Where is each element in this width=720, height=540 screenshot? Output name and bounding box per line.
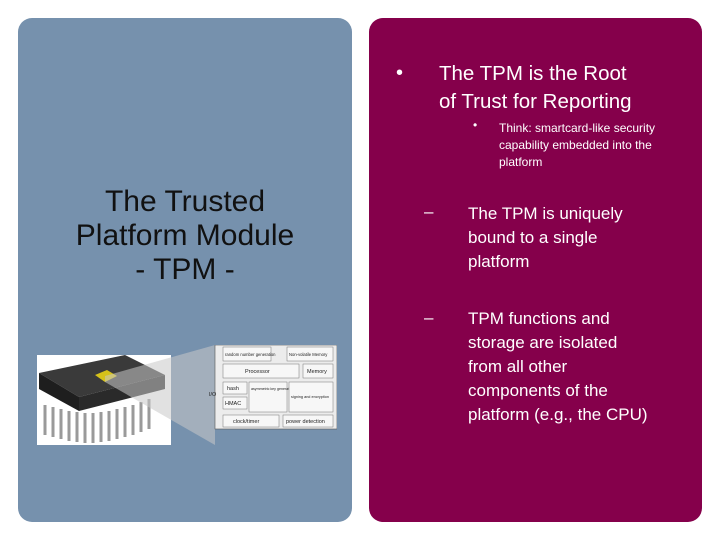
dash-item: The TPM is uniquely bound to a single pl… xyxy=(468,202,693,274)
block-label: Non-volatile Memory xyxy=(289,352,328,357)
right-panel xyxy=(369,18,702,522)
chip-pins xyxy=(43,399,151,443)
block-label: random number generation xyxy=(225,352,276,357)
dash-item: TPM functions and storage are isolated f… xyxy=(468,307,693,427)
dash-item-line: The TPM is uniquely xyxy=(468,204,623,223)
title-line: Platform Module xyxy=(75,219,295,252)
title-line: The Trusted xyxy=(104,185,266,218)
dash-item-line: storage are isolated xyxy=(468,333,618,352)
block-label: HMAC xyxy=(225,401,241,407)
dash-marker: – xyxy=(424,202,434,221)
tpm-block-diagram: I/O random number generation Non-volatil… xyxy=(209,345,337,430)
io-label: I/O xyxy=(209,392,217,398)
sub-point-line: Think: smartcard-like security xyxy=(499,121,656,135)
sub-point-line: capability embedded into the xyxy=(499,138,652,152)
main-bullet: • xyxy=(396,62,404,84)
block-label: signing and encryption xyxy=(291,395,329,399)
block-label: clock/timer xyxy=(233,419,259,425)
tpm-chip-diagram: I/O random number generation Non-volatil… xyxy=(37,345,337,445)
dash-item-line: platform (e.g., the CPU) xyxy=(468,405,648,424)
slide-title: The Trusted Platform Module - TPM - xyxy=(18,185,352,287)
block-label: hash xyxy=(227,386,239,392)
sub-point-line: platform xyxy=(499,155,543,169)
sub-point: Think: smartcard-like security capabilit… xyxy=(499,120,694,171)
main-point-line: of Trust for Reporting xyxy=(439,90,632,113)
block-label: asymmetric key generation xyxy=(251,387,294,391)
dash-item-line: components of the xyxy=(468,381,608,400)
block-label: Memory xyxy=(307,369,327,375)
title-line: - TPM - xyxy=(135,253,235,286)
dash-item-line: TPM functions and xyxy=(468,309,610,328)
zoom-projection xyxy=(105,345,215,445)
dash-item-line: from all other xyxy=(468,357,568,376)
block-label: power detection xyxy=(286,419,325,425)
chip-body-left xyxy=(39,373,79,411)
main-point-line: The TPM is the Root xyxy=(439,62,627,85)
main-point: The TPM is the Root of Trust for Reporti… xyxy=(439,60,699,116)
dash-item-line: platform xyxy=(468,252,530,271)
sub-bullet: • xyxy=(473,118,478,132)
block-label: Processor xyxy=(245,369,270,375)
dash-marker: – xyxy=(424,308,434,327)
dash-item-line: bound to a single xyxy=(468,228,598,247)
